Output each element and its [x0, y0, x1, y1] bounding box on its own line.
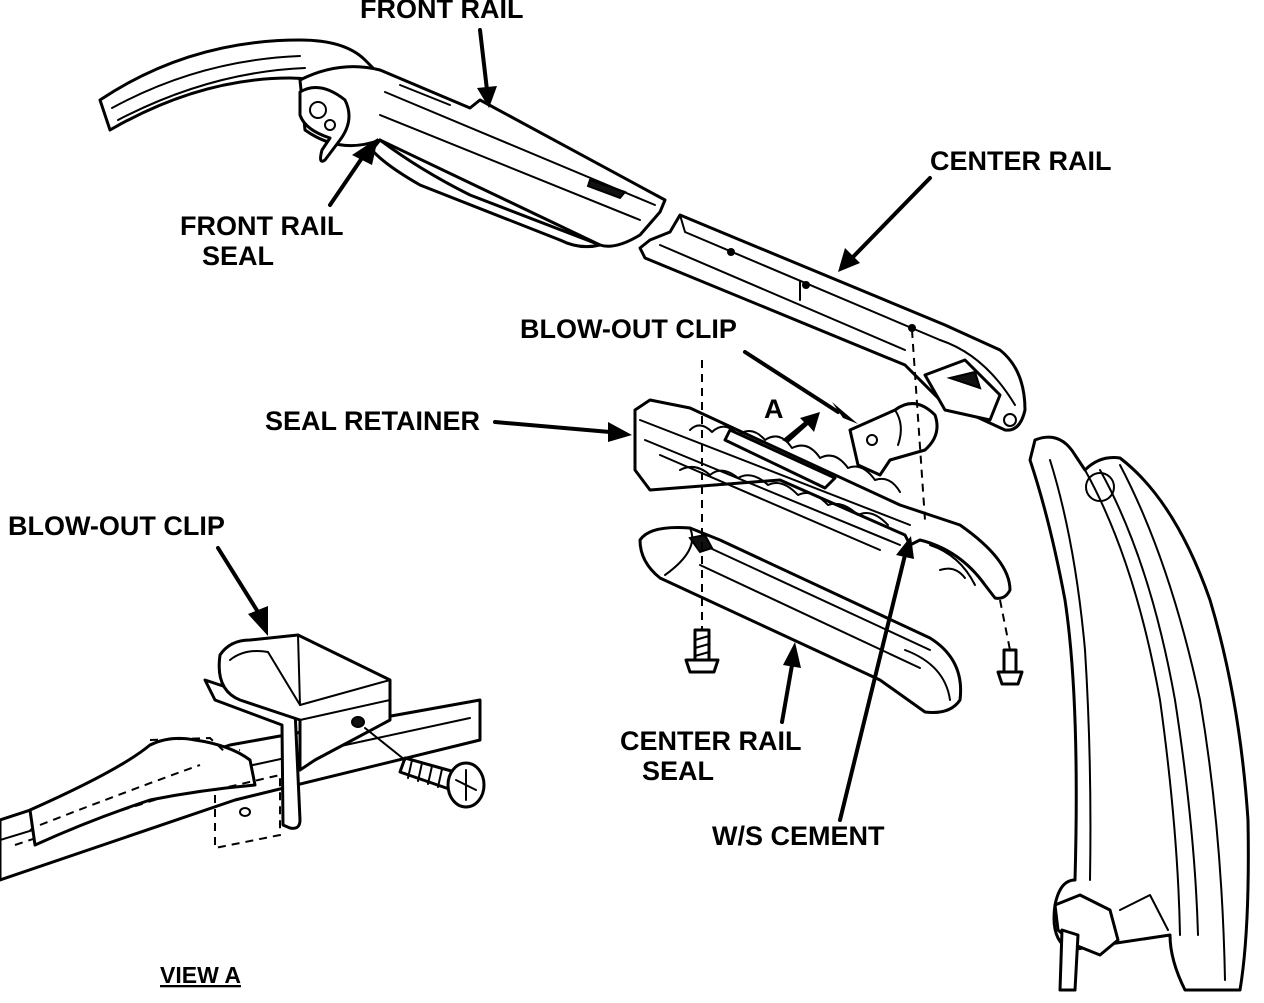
- screw-right: [996, 599, 1024, 686]
- label-center-rail-seal-1: CENTER RAIL: [620, 726, 802, 756]
- label-view-marker: A: [764, 394, 784, 424]
- leader-front-rail-seal: [328, 138, 378, 207]
- leader-front-rail: [477, 28, 497, 108]
- blow-out-clip-part: [848, 402, 939, 477]
- center-rail-seal: [638, 526, 963, 714]
- center-rail: [638, 213, 1027, 432]
- label-blow-out-clip: BLOW-OUT CLIP: [520, 314, 737, 344]
- label-view-a-clip: BLOW-OUT CLIP: [8, 511, 225, 541]
- screw-left: [684, 360, 720, 674]
- view-a-detail: [0, 633, 486, 882]
- label-front-rail-seal-2: SEAL: [202, 241, 274, 271]
- seal-retainer: [633, 398, 1012, 600]
- label-seal-retainer: SEAL RETAINER: [265, 406, 480, 436]
- label-view-a: VIEW A: [160, 962, 241, 988]
- view-a-screw: [364, 727, 486, 809]
- leader-center-rail: [838, 176, 932, 272]
- leader-seal-retainer: [493, 420, 632, 442]
- label-front-rail-seal-1: FRONT RAIL: [180, 211, 343, 241]
- leader-ws-cement: [838, 536, 914, 822]
- leader-center-rail-seal: [780, 642, 801, 724]
- side-rail: [1028, 435, 1250, 992]
- leader-blow-out-clip: [743, 350, 858, 424]
- label-center-rail: CENTER RAIL: [930, 146, 1112, 176]
- label-ws-cement: W/S CEMENT: [712, 821, 885, 851]
- alignment-line: [911, 329, 926, 521]
- label-center-rail-seal-2: SEAL: [642, 756, 714, 786]
- label-front-rail: FRONT RAIL: [360, 0, 523, 24]
- view-arrow-a: [782, 412, 820, 443]
- leader-view-a-clip: [216, 546, 268, 636]
- front-rail: [98, 38, 667, 249]
